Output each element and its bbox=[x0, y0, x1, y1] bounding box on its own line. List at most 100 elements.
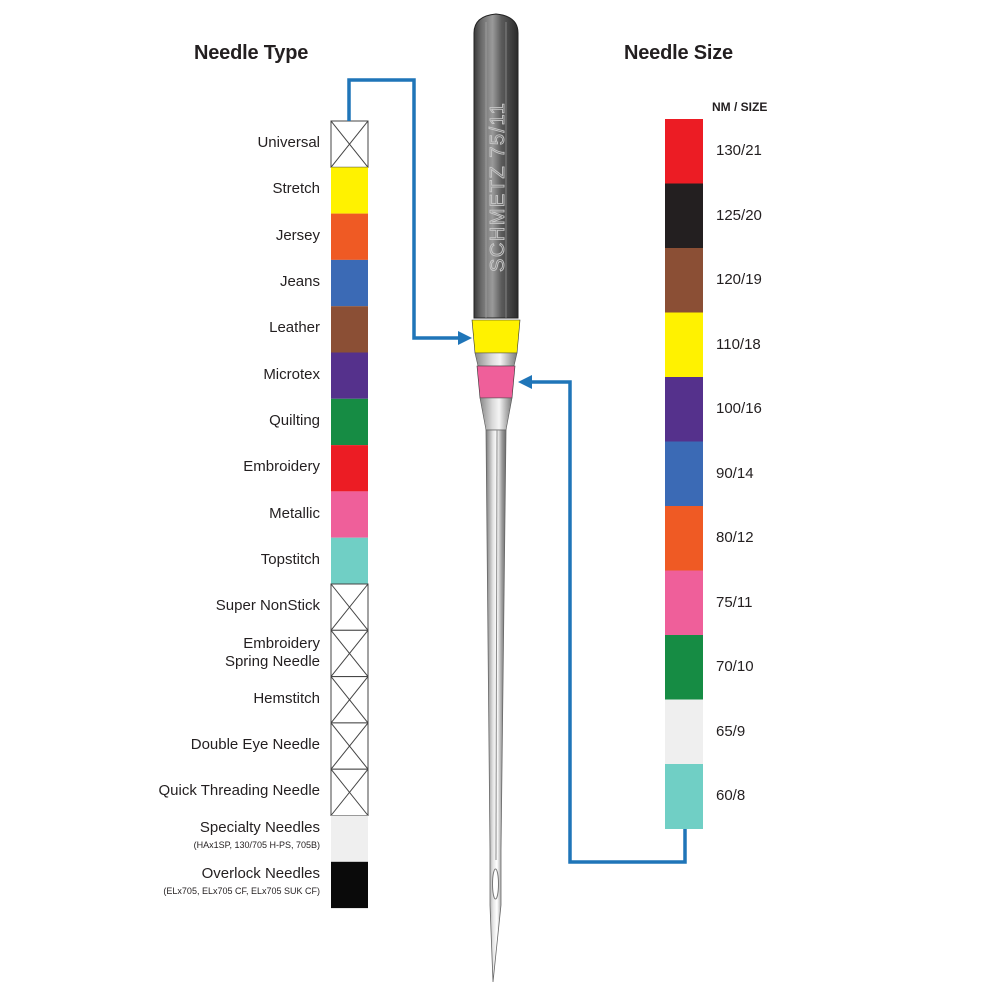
size-swatch-120-19 bbox=[665, 248, 703, 313]
size-swatch-100-16 bbox=[665, 377, 703, 442]
size-label-100-16: 100/16 bbox=[716, 400, 762, 418]
type-label-leather: Leather bbox=[269, 319, 320, 337]
cross-line bbox=[330, 676, 369, 724]
type-label-specialty-needles: Specialty Needles (HAx1SP, 130/705 H-PS, … bbox=[194, 819, 320, 851]
size-label-120-19: 120/19 bbox=[716, 271, 762, 289]
type-label-stretch: Stretch bbox=[272, 180, 320, 198]
size-swatch-130-21 bbox=[665, 119, 703, 184]
needle-type-swatches bbox=[330, 120, 369, 909]
type-label-text: Quick Threading Needle bbox=[158, 782, 320, 800]
type-label-text: Jersey bbox=[275, 226, 320, 244]
size-label-90-14: 90/14 bbox=[716, 464, 754, 482]
type-label-text: Hemstitch bbox=[253, 689, 320, 707]
type-swatch-overlock-needles bbox=[331, 861, 368, 909]
needle-type-band bbox=[471, 319, 521, 354]
type-swatch-jersey bbox=[331, 213, 368, 260]
type-label-quilting: Quilting bbox=[269, 412, 320, 430]
needle-shank-highlight bbox=[485, 22, 507, 318]
size-connector-arrow bbox=[518, 375, 687, 864]
needle-size-swatches bbox=[665, 119, 703, 829]
needle-ring bbox=[474, 352, 518, 367]
type-label-text: Embroidery bbox=[243, 635, 320, 653]
type-label-text: Jeans bbox=[279, 273, 320, 291]
type-label-quick-threading-needle: Quick Threading Needle bbox=[159, 782, 320, 800]
cross-line bbox=[330, 583, 369, 631]
size-swatch-65-9 bbox=[665, 699, 703, 765]
type-swatch-box bbox=[331, 491, 368, 538]
type-swatch-embroidery-spring-needle bbox=[330, 629, 369, 678]
size-label-75-11: 75/11 bbox=[716, 593, 753, 611]
needle-size-heading: Needle Size bbox=[624, 42, 733, 64]
type-label-overlock-needles: Overlock Needles (ELx705, ELx705 CF, ELx7… bbox=[163, 865, 320, 897]
type-label-text: Metallic bbox=[269, 504, 320, 522]
type-label-metallic: Metallic bbox=[269, 505, 320, 523]
type-swatch-box bbox=[331, 537, 368, 584]
type-label-text: Microtex bbox=[263, 365, 320, 383]
nm-size-heading: NM / SIZE bbox=[712, 100, 768, 114]
type-label-jeans: Jeans bbox=[280, 273, 320, 291]
type-swatch-box bbox=[331, 259, 368, 307]
type-label-text-line2: Spring Needle bbox=[224, 653, 320, 671]
size-label-110-18: 110/18 bbox=[716, 335, 761, 353]
type-swatch-box bbox=[331, 445, 368, 492]
type-swatch-double-eye-needle bbox=[330, 722, 369, 770]
type-swatch-quilting bbox=[331, 398, 368, 446]
needle-size-band bbox=[476, 365, 516, 399]
type-swatch-embroidery bbox=[331, 445, 368, 492]
type-swatch-leather bbox=[331, 306, 368, 353]
type-swatch-topstitch bbox=[331, 537, 368, 584]
type-swatch-super-nonstick bbox=[330, 583, 369, 631]
type-swatch-box bbox=[331, 213, 368, 260]
size-label-130-21: 130/21 bbox=[716, 142, 762, 160]
type-label-text: Specialty Needles bbox=[199, 818, 320, 836]
size-swatch-110-18 bbox=[665, 312, 703, 378]
size-label-70-10: 70/10 bbox=[716, 658, 754, 676]
size-swatch-60-8 bbox=[665, 764, 703, 829]
type-label-text: Super NonStick bbox=[215, 597, 320, 615]
size-swatch-75-11 bbox=[665, 570, 703, 636]
type-swatch-box bbox=[331, 815, 368, 862]
size-swatch-70-10 bbox=[665, 635, 703, 700]
type-swatch-box bbox=[331, 306, 368, 353]
type-swatch-box bbox=[331, 352, 368, 399]
type-swatch-box bbox=[331, 167, 368, 214]
type-label-subtext: (ELx705, ELx705 CF, ELx705 SUK CF) bbox=[163, 885, 320, 896]
type-label-hemstitch: Hemstitch bbox=[253, 690, 320, 708]
needle-brand-text: SCHMETZ 75/11 bbox=[487, 102, 509, 272]
size-swatch-90-14 bbox=[665, 441, 703, 507]
type-label-text: Overlock Needles bbox=[201, 864, 320, 882]
needle-groove bbox=[495, 429, 498, 861]
type-label-subtext: (HAx1SP, 130/705 H-PS, 705B) bbox=[193, 839, 320, 850]
size-label-125-20: 125/20 bbox=[716, 206, 762, 224]
type-label-microtex: Microtex bbox=[263, 366, 320, 384]
type-label-double-eye-needle: Double Eye Needle bbox=[191, 736, 320, 754]
size-swatch-125-20 bbox=[665, 183, 703, 249]
type-label-text: Quilting bbox=[269, 411, 320, 429]
type-label-text: Embroidery bbox=[243, 458, 320, 476]
needle-eye bbox=[492, 868, 499, 900]
size-label-60-8: 60/8 bbox=[716, 787, 746, 805]
type-swatch-box bbox=[331, 398, 368, 446]
cross-line bbox=[330, 629, 369, 677]
type-label-super-nonstick: Super NonStick bbox=[216, 597, 320, 615]
cross-line bbox=[330, 722, 369, 770]
type-swatch-quick-threading-needle bbox=[330, 768, 369, 817]
type-connector-arrow bbox=[347, 78, 472, 345]
cross-line bbox=[330, 120, 369, 168]
size-label-65-9: 65/9 bbox=[716, 722, 746, 740]
type-swatch-universal bbox=[330, 120, 369, 168]
type-swatch-stretch bbox=[331, 167, 368, 214]
needle-taper bbox=[479, 397, 513, 431]
type-swatch-specialty-needles bbox=[331, 815, 368, 862]
type-label-embroidery: Embroidery bbox=[243, 458, 320, 476]
type-swatch-jeans bbox=[331, 259, 368, 307]
type-label-universal: Universal bbox=[257, 134, 320, 152]
needle-type-heading: Needle Type bbox=[194, 42, 309, 64]
type-label-jersey: Jersey bbox=[276, 227, 320, 245]
type-swatch-microtex bbox=[331, 352, 368, 399]
needle-illustration: SCHMETZ 75/11 bbox=[471, 13, 521, 983]
type-label-text: Leather bbox=[269, 319, 320, 337]
type-label-topstitch: Topstitch bbox=[261, 551, 320, 569]
